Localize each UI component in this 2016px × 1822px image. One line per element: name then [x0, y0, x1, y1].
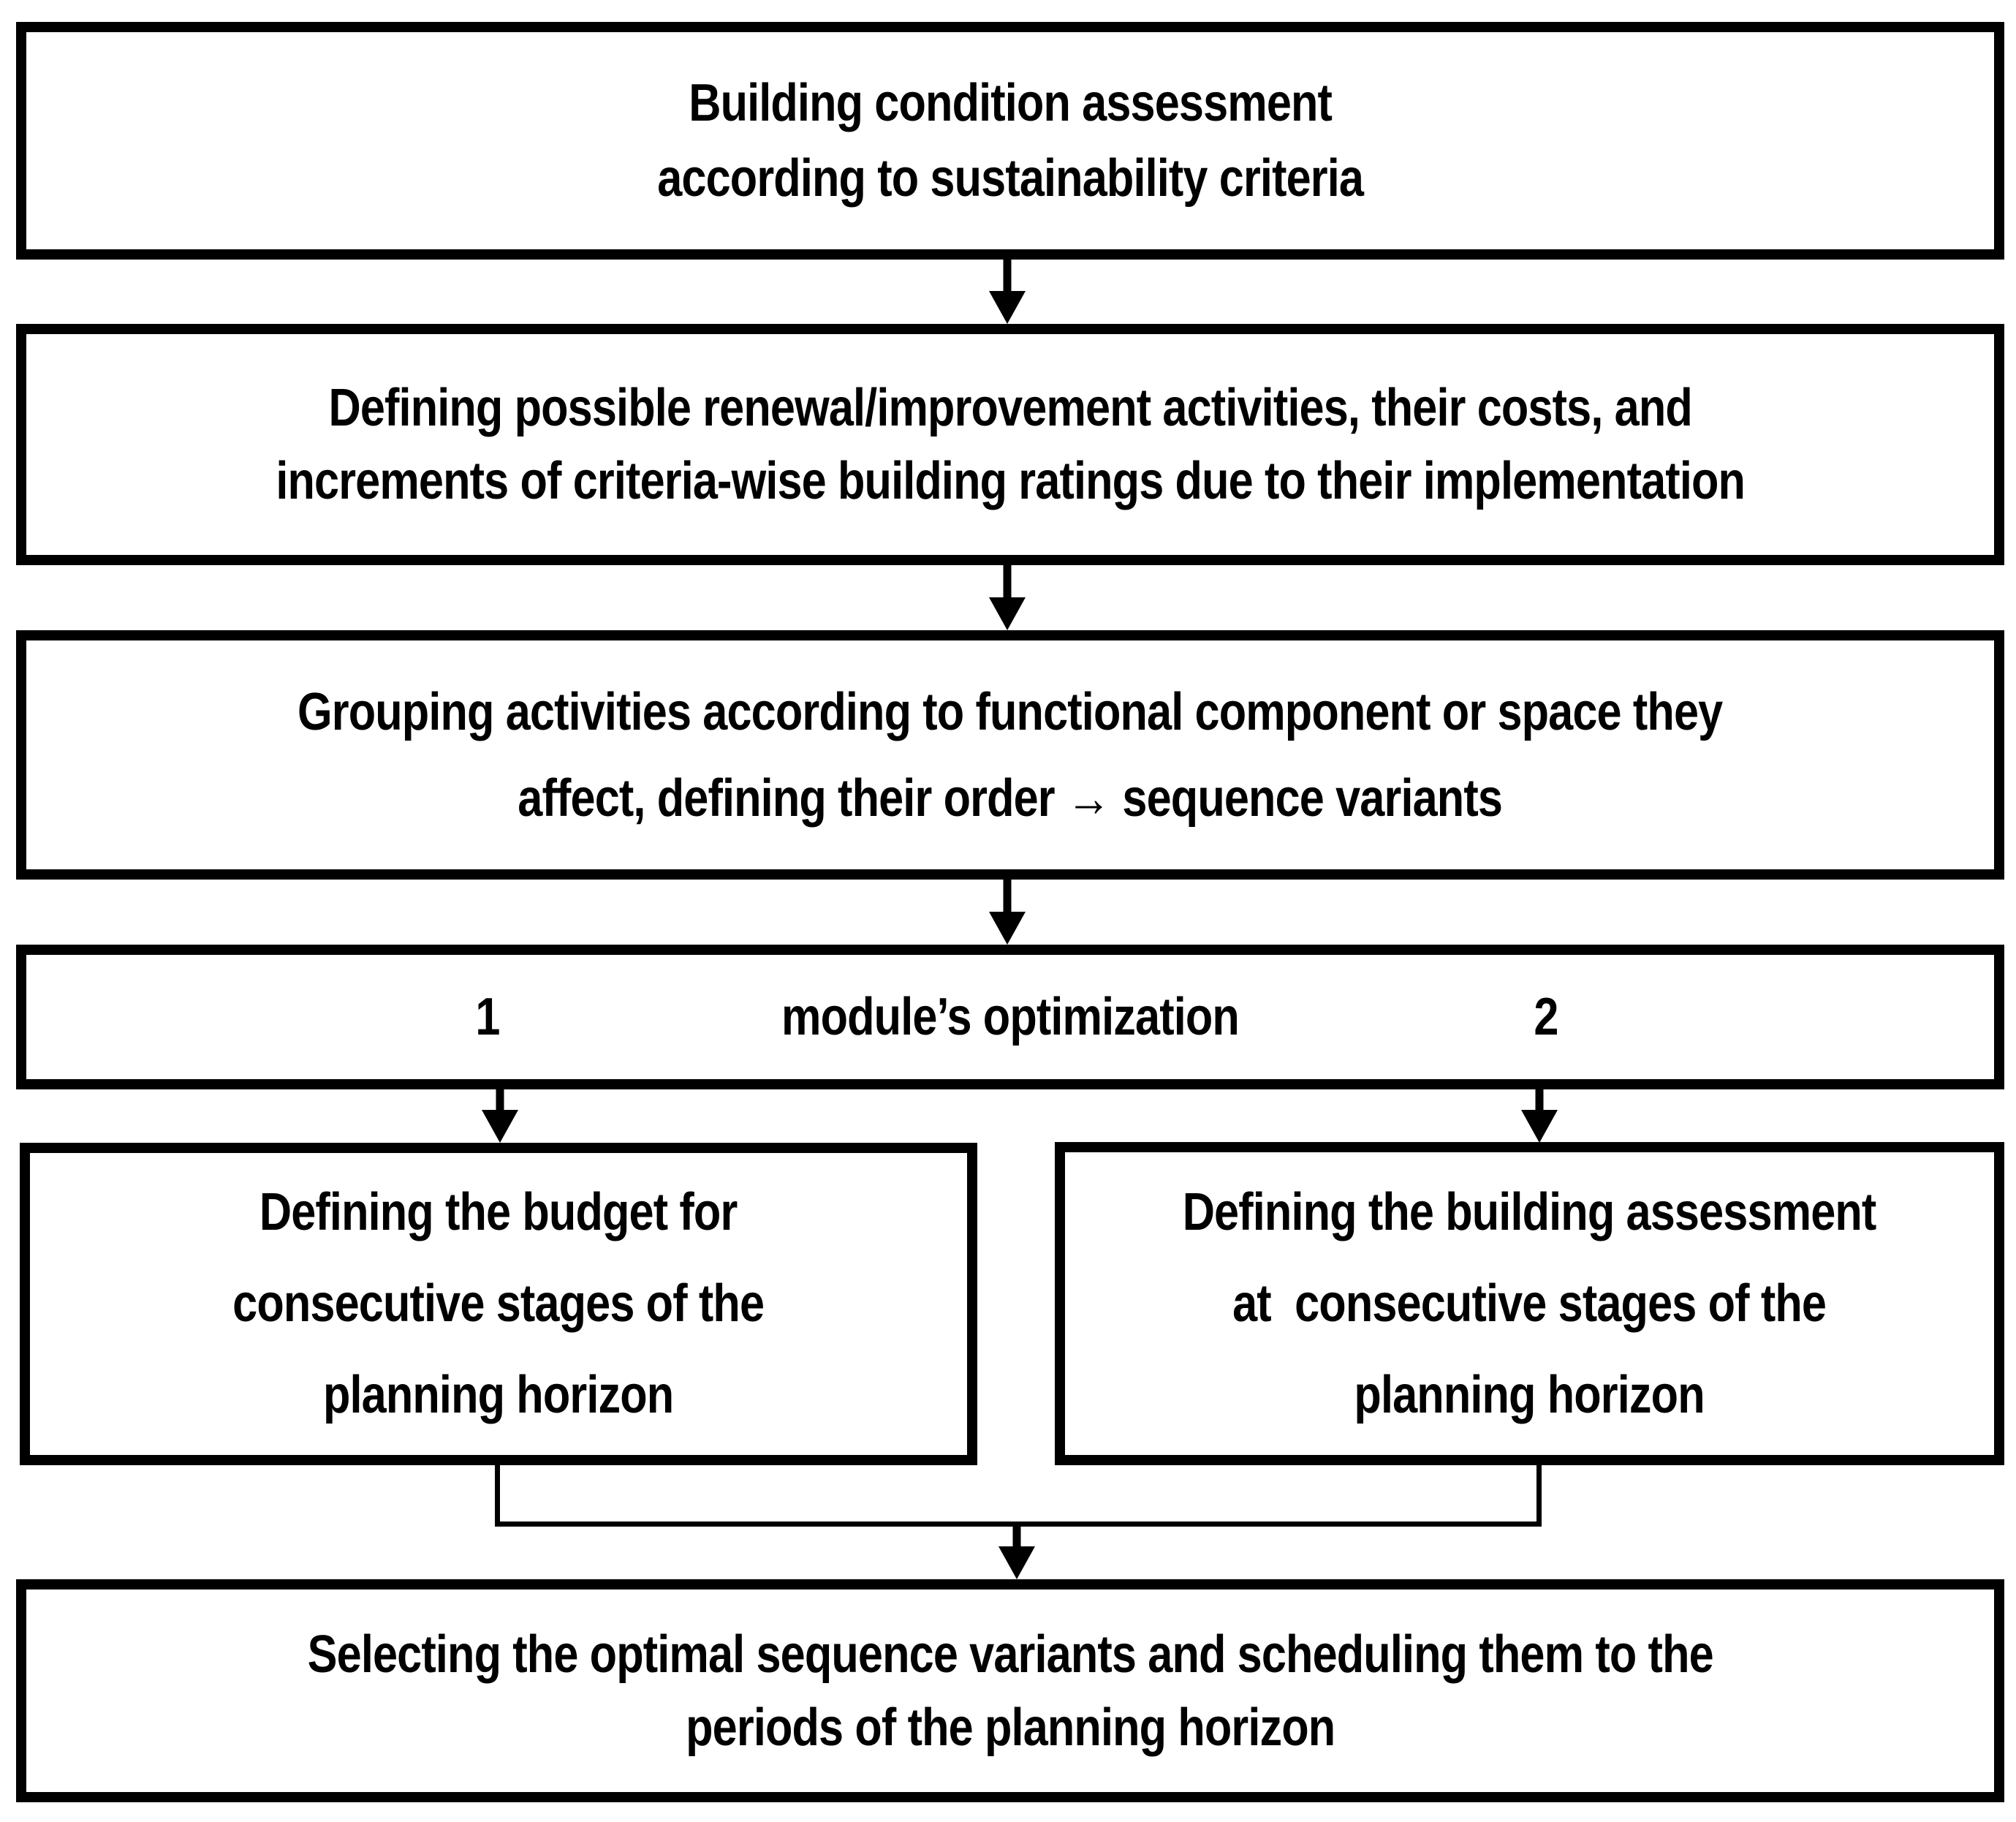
- box3-text: Grouping activities according to functio…: [298, 669, 1723, 842]
- module-number-1: 1: [475, 988, 500, 1046]
- box-defining-activities: Defining possible renewal/improvement ac…: [16, 324, 2004, 565]
- box-selecting-optimal-sequence: Selecting the optimal sequence variants …: [16, 1579, 2004, 1802]
- arrow-down-1: [989, 260, 1026, 324]
- box2-text: Defining possible renewal/improvement ac…: [276, 371, 1746, 518]
- arrow-down-merge: [998, 1527, 1035, 1579]
- arrow-shaft: [1535, 1089, 1544, 1114]
- box7-line1: Selecting the optimal sequence variants …: [307, 1625, 1713, 1684]
- arrow-head: [989, 291, 1026, 324]
- box7-text: Selecting the optimal sequence variants …: [307, 1618, 1713, 1764]
- box6-line3: planning horizon: [1354, 1365, 1705, 1424]
- arrow-down-3: [989, 880, 1026, 945]
- arrow-down-branch-right: [1521, 1089, 1558, 1143]
- arrow-head: [989, 912, 1026, 945]
- modules-optimization-title: module’s optimization: [781, 988, 1240, 1046]
- box7-line2: periods of the planning horizon: [685, 1698, 1335, 1757]
- arrow-shaft: [496, 1089, 504, 1114]
- box-defining-budget: Defining the budget for consecutive stage…: [20, 1143, 977, 1465]
- box3-line1: Grouping activities according to functio…: [298, 682, 1723, 741]
- box3-line2: affect, defining their order → sequence …: [518, 768, 1504, 828]
- arrow-shaft: [1003, 880, 1012, 915]
- box1-line2: according to sustainability criteria: [657, 148, 1364, 208]
- box-building-condition-assessment: Building condition assessment according t…: [16, 22, 2004, 260]
- merge-line-right: [1536, 1465, 1542, 1527]
- module-number-2: 2: [1534, 988, 1558, 1046]
- box6-line1: Defining the building assessment: [1183, 1182, 1877, 1241]
- box1-text: Building condition assessment according t…: [657, 66, 1364, 216]
- arrow-shaft: [1003, 565, 1012, 601]
- box2-line2: increments of criteria-wise building rat…: [276, 452, 1746, 510]
- arrow-shaft: [1003, 260, 1012, 295]
- box-defining-building-assessment: Defining the building assessment at conse…: [1055, 1142, 2004, 1465]
- box6-text: Defining the building assessment at conse…: [1183, 1167, 1877, 1441]
- arrow-head: [998, 1546, 1035, 1579]
- box5-text: Defining the budget for consecutive stage…: [233, 1167, 765, 1441]
- box2-line1: Defining possible renewal/improvement ac…: [328, 379, 1692, 437]
- box-grouping-activities: Grouping activities according to functio…: [16, 630, 2004, 880]
- box6-line2: at consecutive stages of the: [1232, 1274, 1827, 1333]
- box1-line1: Building condition assessment: [689, 73, 1333, 132]
- arrow-head: [1521, 1110, 1558, 1143]
- arrow-down-2: [989, 565, 1026, 630]
- box5-line1: Defining the budget for: [259, 1183, 738, 1241]
- merge-line-left: [495, 1465, 500, 1527]
- arrow-head: [482, 1110, 518, 1143]
- arrow-down-branch-left: [482, 1089, 518, 1143]
- merge-line-horizontal: [495, 1522, 1542, 1527]
- arrow-head: [989, 597, 1026, 630]
- arrow-shaft: [1012, 1527, 1021, 1550]
- box-modules-optimization: 1 module’s optimization 2: [16, 945, 2004, 1089]
- box5-line2: consecutive stages of the: [232, 1274, 765, 1333]
- box5-line3: planning horizon: [323, 1366, 674, 1424]
